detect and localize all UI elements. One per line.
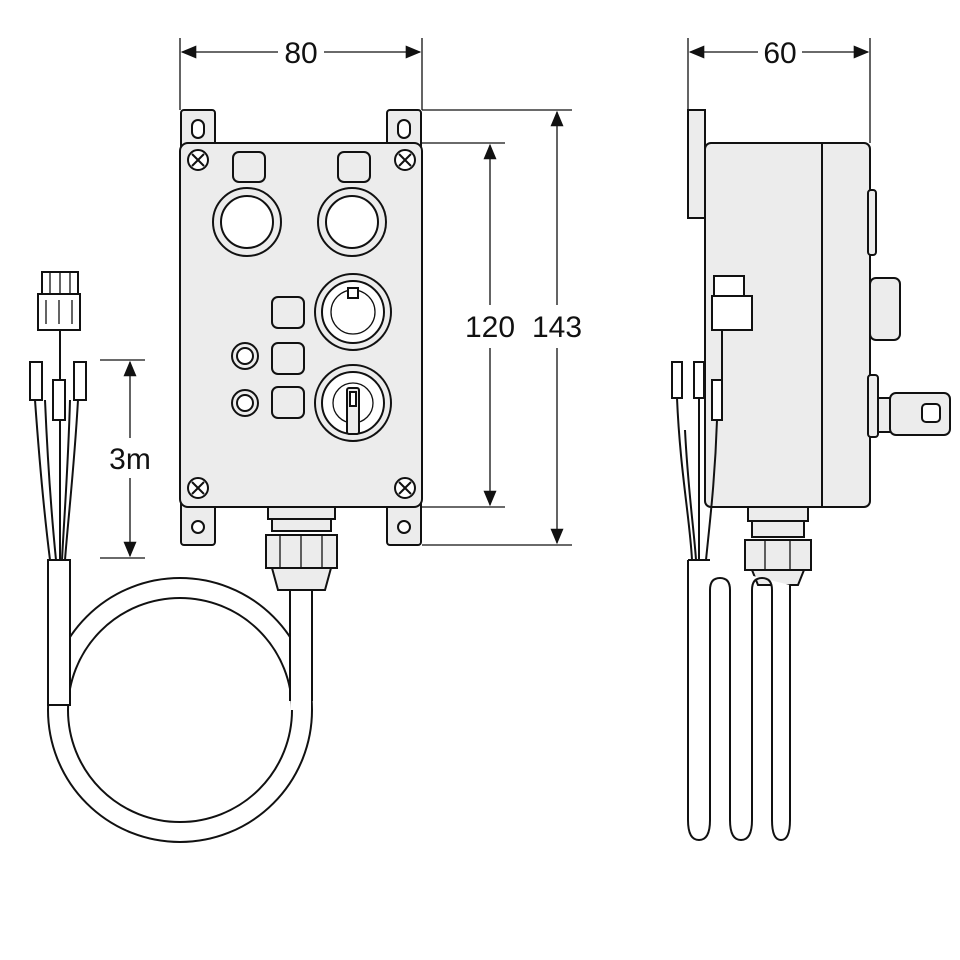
push-buttons xyxy=(212,187,387,257)
cable-coil xyxy=(47,559,313,843)
dim-width-front: 80 xyxy=(284,37,317,70)
label-windows xyxy=(232,151,371,419)
dimension-lines xyxy=(100,38,871,559)
dim-height-total: 143 xyxy=(532,311,582,344)
key-icon xyxy=(877,392,951,436)
side-controls xyxy=(867,189,901,438)
plug-connector xyxy=(37,271,81,331)
screw-icons xyxy=(187,149,416,499)
side-connector xyxy=(711,275,753,380)
cable-gland xyxy=(265,506,338,591)
selector-switch xyxy=(314,273,392,351)
indicator-leds xyxy=(231,342,259,417)
key-switch xyxy=(314,364,392,442)
mounting-tabs xyxy=(180,109,422,546)
front-view xyxy=(29,109,423,843)
dim-width-side: 60 xyxy=(763,37,796,70)
side-gland xyxy=(744,506,812,586)
dim-height-inner: 120 xyxy=(465,311,515,344)
side-wires xyxy=(671,361,723,561)
dim-cable-length: 3m xyxy=(109,443,151,476)
wire-ends xyxy=(29,330,87,561)
mounting-plate xyxy=(687,109,706,219)
side-view xyxy=(671,109,951,842)
side-cable-loops xyxy=(687,559,791,842)
